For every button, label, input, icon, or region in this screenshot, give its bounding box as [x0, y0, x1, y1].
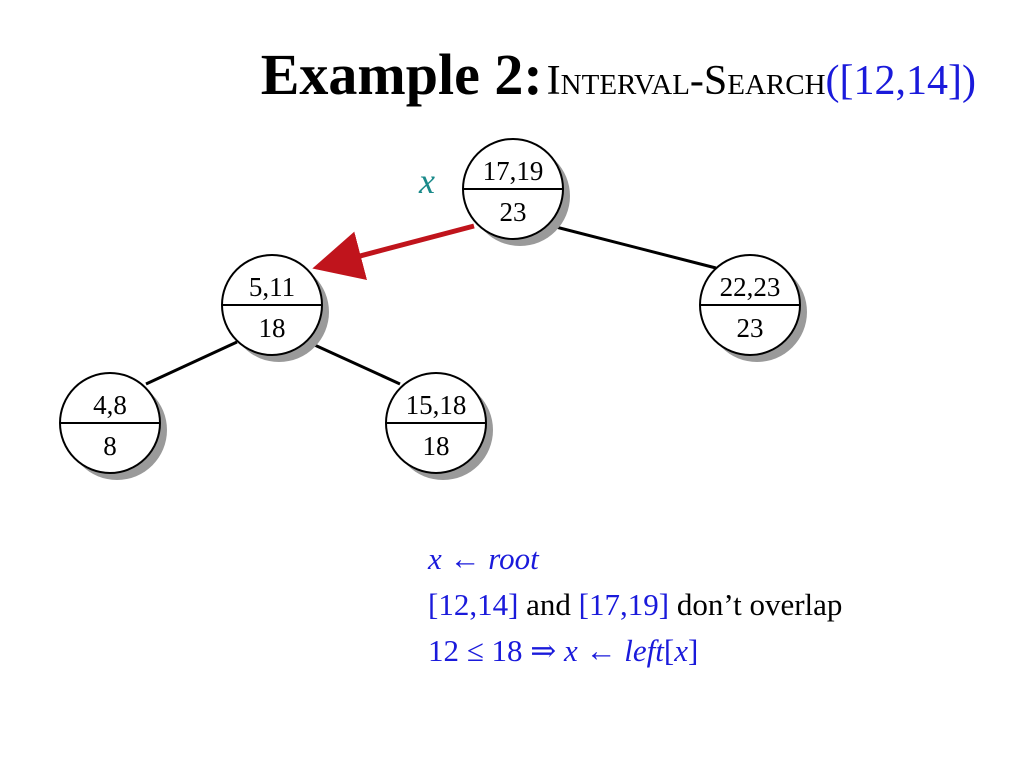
node-max: 18	[423, 431, 450, 461]
edge-root-right	[551, 224, 717, 270]
node-max: 18	[259, 313, 286, 343]
comparison: 12 ≤ 18 ⇒	[428, 633, 557, 668]
query-interval: [12,14]	[428, 587, 519, 622]
step-1: x ← root	[428, 536, 842, 582]
step-3: 12 ≤ 18 ⇒ x ← left[x]	[428, 628, 842, 674]
node-left: 5,11 18	[221, 254, 329, 362]
node-max: 8	[103, 431, 117, 461]
var-x: x	[564, 633, 578, 668]
title-label: Example 2:	[260, 42, 543, 107]
node-interval-text: [17,19]	[578, 587, 670, 622]
edge-left-leftleft	[145, 340, 238, 386]
node-max: 23	[737, 313, 764, 343]
node-interval: 5,11	[249, 272, 295, 302]
algorithm-steps: x ← root [12,14] and [17,19] don’t overl…	[428, 536, 842, 674]
var-root: root	[488, 541, 539, 576]
pointer-x-label: x	[418, 161, 435, 201]
step-2: [12,14] and [17,19] don’t overlap	[428, 582, 842, 628]
edge-left-leftright	[307, 340, 401, 386]
search-arrow	[312, 223, 475, 280]
bracket-open: [	[663, 633, 675, 668]
and-word: and	[526, 587, 571, 622]
var-x-arg: x	[674, 633, 688, 668]
node-root: 17,19 23	[462, 138, 570, 246]
node-interval: 15,18	[406, 390, 467, 420]
node-interval: 4,8	[93, 390, 127, 420]
node-left-left: 4,8 8	[59, 372, 167, 480]
assign-arrow: ←	[449, 541, 481, 576]
var-x: x	[428, 541, 442, 576]
slide-title: Example 2: Interval-Search([12,14])	[261, 46, 976, 104]
overlap-text: don’t overlap	[676, 587, 843, 622]
node-interval: 17,19	[483, 156, 544, 186]
node-right: 22,23 23	[699, 254, 807, 362]
interval-tree-diagram: 17,19 23 5,11 18 22,23 23 4,8 8	[59, 138, 807, 480]
bracket-close: ]	[687, 633, 699, 668]
var-left: left	[624, 633, 664, 668]
assign-arrow: ←	[585, 633, 617, 668]
title-procedure: Interval-Search	[546, 58, 826, 104]
node-max: 23	[500, 197, 527, 227]
node-left-right: 15,18 18	[385, 372, 493, 480]
node-interval: 22,23	[720, 272, 781, 302]
title-argument: ([12,14])	[825, 58, 976, 104]
